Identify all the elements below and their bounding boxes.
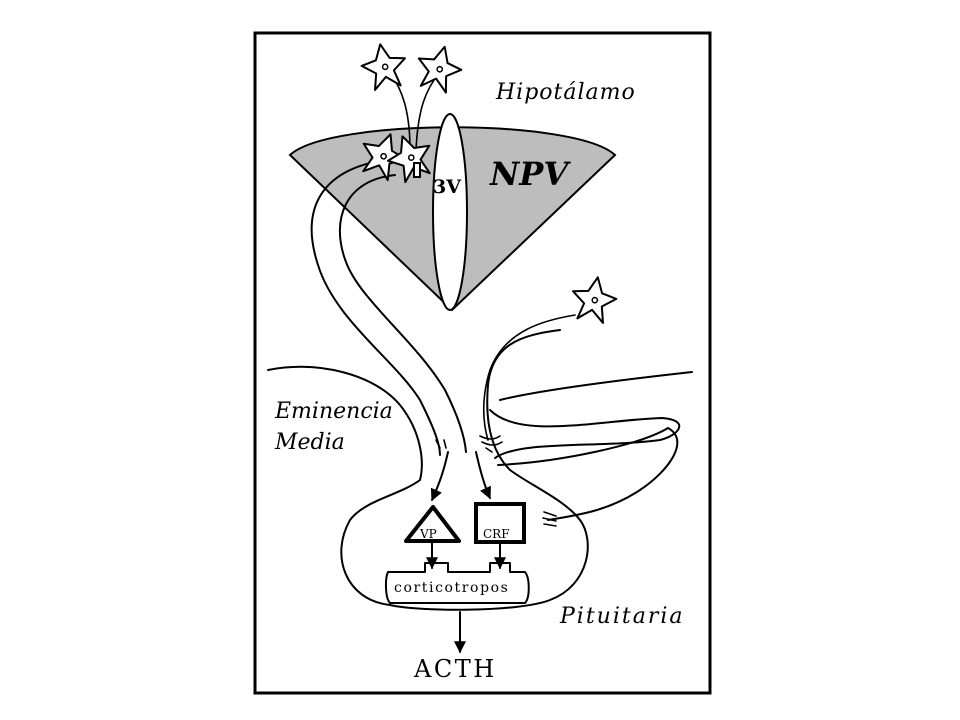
arrow-icon: [475, 451, 491, 500]
square-icon: [474, 502, 526, 544]
label-eminencia: Eminencia: [274, 399, 393, 424]
triangle-icon: [404, 505, 461, 543]
label-acth: ACTH: [413, 655, 497, 683]
label-crf: CRF: [483, 527, 510, 541]
right-tract-1: [499, 371, 693, 401]
third-ventricle: [432, 113, 468, 311]
right-tract-2: [489, 409, 681, 459]
terminal-ticks-left: [435, 439, 447, 449]
label-media: Media: [274, 430, 345, 455]
label-pituitary: Pituitaria: [559, 604, 685, 629]
label-npv: NPV: [489, 155, 571, 193]
axon-tract-outer: [310, 159, 441, 456]
neuron-icon: [357, 39, 411, 93]
neuron-icon: [411, 40, 467, 96]
arrow-icon: [430, 451, 449, 502]
terminal-ticks-bottom: [542, 511, 557, 527]
label-3v: 3V: [433, 176, 462, 198]
label-vp: VP: [419, 527, 437, 541]
corticotropes-cell: [384, 562, 530, 604]
figure-frame: [253, 31, 712, 695]
small-marker: [413, 162, 421, 178]
right-tract-3: [497, 427, 679, 521]
right-neuron-axon: [482, 314, 576, 441]
axon-tract-inner: [338, 174, 467, 453]
label-corticotropes: corticotropos: [394, 580, 509, 596]
terminal-ticks-right: [479, 435, 503, 453]
pituitary-outline: [267, 329, 589, 611]
label-hypothalamus: Hipotálamo: [495, 80, 636, 105]
neuron-icon: [567, 272, 621, 326]
